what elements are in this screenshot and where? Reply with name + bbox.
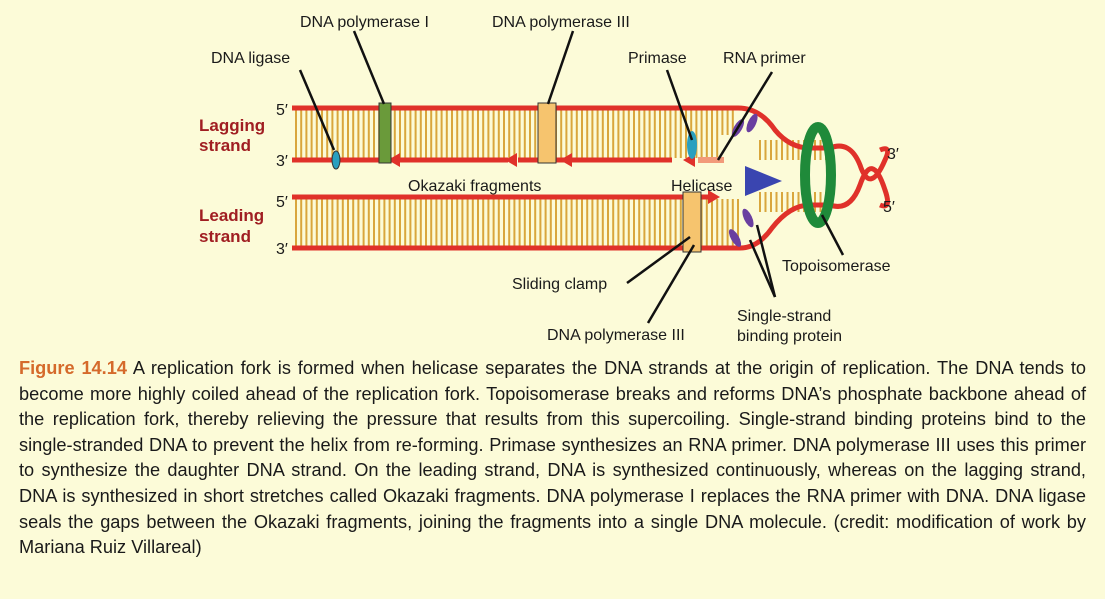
helicase [745,166,782,196]
end-leading-5: 5′ [276,194,288,211]
label-dna-ligase: DNA ligase [211,50,290,67]
end-lagging-3: 3′ [276,153,288,170]
label-primase: Primase [628,50,687,67]
end-helix-5: 5′ [883,199,895,216]
figure-caption: Figure 14.14 A replication fork is forme… [19,356,1086,561]
label-okazaki-fragments: Okazaki fragments [408,178,541,195]
label-leading-line1: Leading [199,206,264,225]
end-leading-3: 3′ [276,241,288,258]
rna-primer [698,157,724,163]
label-dna-polymerase-iii-top: DNA polymerase III [492,14,630,31]
label-sliding-clamp: Sliding clamp [512,276,607,293]
label-helicase: Helicase [671,178,732,195]
label-lagging-line2: strand [199,136,251,155]
dna-polymerase-iii-lagging [537,102,557,164]
leader-lines [298,30,845,324]
caption-text: A replication fork is formed when helica… [19,358,1086,558]
label-single-strand-line1: Single-strand [737,308,831,325]
label-topoisomerase: Topoisomerase [782,258,891,275]
lagging-parental-backbone [292,105,830,151]
end-helix-3: 3′ [887,146,899,163]
figure-number: Figure 14.14 [19,358,127,378]
primase [687,131,697,159]
dna-polymerase-iii-leading [682,191,702,253]
label-single-strand-line2: binding protein [737,328,842,345]
label-dna-polymerase-i: DNA polymerase I [300,14,429,31]
dna-polymerase-i [378,102,392,164]
base-pairs [295,110,827,246]
label-rna-primer: RNA primer [723,50,806,67]
replication-fork-diagram: DNA polymerase I DNA polymerase III DNA … [199,14,899,345]
double-helix [829,143,891,209]
label-leading-line2: strand [199,227,251,246]
leading-arrowhead [708,190,720,204]
label-dna-polymerase-iii-bottom: DNA polymerase III [547,327,685,344]
end-lagging-5: 5′ [276,102,288,119]
dna-ligase [331,150,341,170]
leading-parental-backbone [292,202,830,251]
label-lagging-line1: Lagging [199,116,265,135]
topoisomerase [800,122,836,228]
